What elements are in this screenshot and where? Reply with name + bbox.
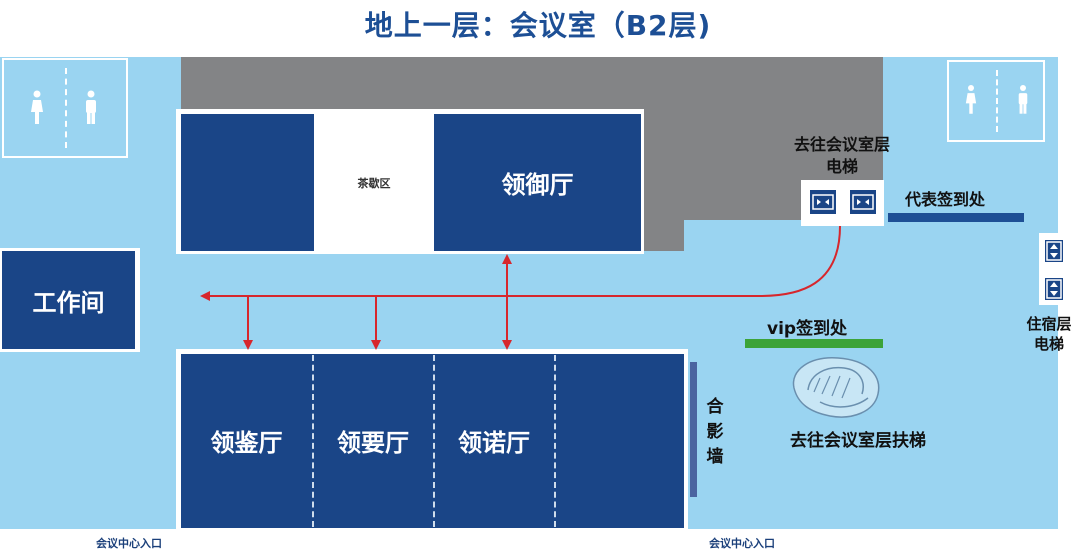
service-area-notch <box>644 220 684 251</box>
tea-break-area[interactable]: 茶歇区 <box>316 114 432 251</box>
page-title: 地上一层：会议室（B2层) <box>364 9 712 42</box>
elevator-icon[interactable] <box>1043 238 1065 264</box>
bottom-strip <box>0 529 1076 550</box>
room-lingjian[interactable]: 领鉴厅 <box>210 428 283 457</box>
man-icon <box>1018 85 1028 114</box>
man-icon <box>86 90 96 124</box>
rep-checkin-desk[interactable] <box>888 213 1024 222</box>
divider-2 <box>433 355 435 527</box>
restroom-right[interactable] <box>947 60 1045 142</box>
rep-checkin-label: 代表签到处 <box>905 190 986 209</box>
elevator-icon[interactable] <box>808 188 838 216</box>
divider-1 <box>312 355 314 527</box>
restroom-divider <box>65 68 67 148</box>
woman-icon <box>31 90 43 124</box>
divider-3 <box>554 355 556 527</box>
route-main <box>200 225 841 301</box>
entrance-left[interactable]: 会议中心入口 <box>96 537 162 550</box>
escalator-icon[interactable] <box>780 350 890 425</box>
room-upper-left[interactable] <box>181 114 314 251</box>
elevator-icon[interactable] <box>1043 276 1065 302</box>
photo-wall-label: 合 影 墙 <box>706 397 724 467</box>
vip-checkin-label: vip签到处 <box>767 319 848 339</box>
service-area-top <box>181 57 883 109</box>
room-lingnuo[interactable]: 领诺厅 <box>458 428 530 457</box>
restroom-left[interactable] <box>2 58 128 158</box>
restroom-divider <box>996 70 998 132</box>
lodging-elevator-label: 住宿层 电梯 <box>1026 315 1072 353</box>
photo-wall-bar <box>690 362 697 497</box>
escalator-label: 去往会议室层扶梯 <box>790 431 926 451</box>
woman-icon <box>965 85 977 114</box>
elevator-icon[interactable] <box>848 188 878 216</box>
vip-checkin-desk[interactable] <box>745 339 883 348</box>
lower-rooms <box>181 354 684 528</box>
entrance-right[interactable]: 会议中心入口 <box>709 537 775 550</box>
room-lingyao[interactable]: 领要厅 <box>337 428 409 457</box>
elevator-meeting-label: 去往会议室层 电梯 <box>793 135 890 176</box>
room-workroom[interactable]: 工作间 <box>2 251 135 349</box>
room-lingyu[interactable]: 领御厅 <box>434 114 641 251</box>
